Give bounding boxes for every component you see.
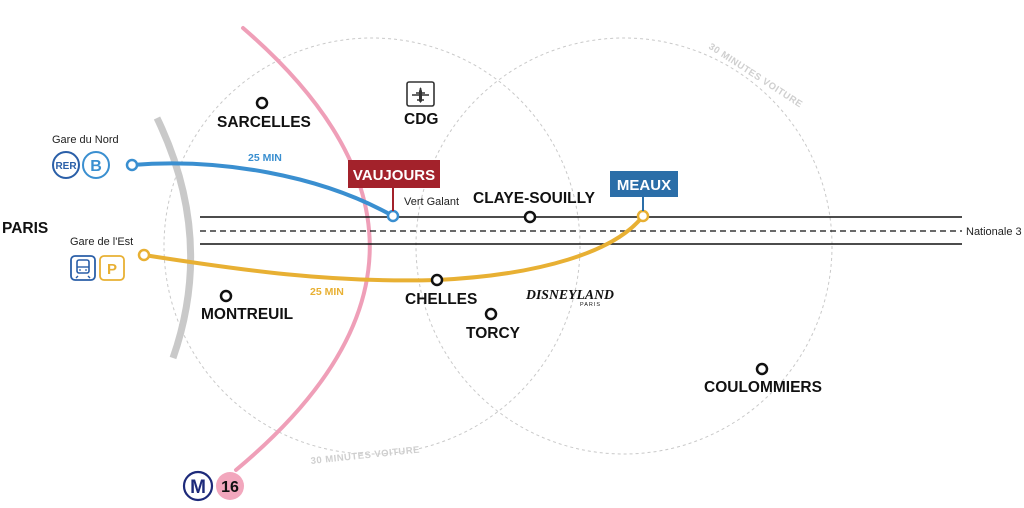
svg-text:PARIS: PARIS — [580, 302, 601, 308]
paris-boundary-arc — [153, 116, 195, 360]
meaux-box — [610, 171, 678, 197]
svg-text:M: M — [190, 477, 206, 498]
parking-icon: P — [99, 255, 125, 281]
svg-text:16: 16 — [221, 479, 239, 496]
vert-galant-station — [386, 209, 400, 223]
airplane-icon — [406, 81, 435, 107]
vert-galant-label: Vert Galant — [404, 196, 459, 208]
arc-label-bottom: 30 MINUTES VOITURE — [310, 445, 420, 467]
disneyland-logo: DISNEYLAND PARIS — [525, 287, 614, 308]
gare-du-nord-station — [125, 158, 139, 172]
line-b-icon: B — [82, 151, 110, 179]
svg-text:B: B — [90, 158, 102, 175]
metro-16-arc — [234, 26, 372, 472]
vaujours-box — [348, 160, 440, 188]
rer-icon: RER — [52, 151, 80, 179]
chelles-marker — [430, 273, 444, 287]
torcy-label: TORCY — [466, 325, 521, 342]
gare-du-nord-label: Gare du Nord — [52, 134, 119, 146]
svg-text:RER: RER — [55, 161, 77, 172]
gare-de-lest-station — [137, 248, 151, 262]
line-16-icon: 16 — [216, 472, 244, 500]
claye-souilly-label: CLAYE-SOUILLY — [473, 190, 596, 207]
sarcelles-marker — [255, 96, 269, 110]
coulommiers-marker — [755, 362, 769, 376]
coulommiers-label: COULOMMIERS — [704, 379, 822, 396]
sarcelles-label: SARCELLES — [217, 114, 311, 131]
torcy-marker — [484, 307, 498, 321]
left-30min-circle — [163, 37, 581, 455]
metro-icon: M — [182, 470, 214, 502]
montreuil-marker — [219, 289, 233, 303]
arc-label-top: 30 MINUTES VOITURE — [706, 41, 804, 110]
meaux-station — [636, 209, 650, 223]
meaux-label: MEAUX — [617, 177, 671, 194]
gare-de-lest-label: Gare de l'Est — [70, 236, 133, 248]
paris-label: PARIS — [2, 220, 48, 237]
yellow-line — [142, 214, 645, 283]
blue-duration-label: 25 MIN — [248, 152, 282, 164]
montreuil-label: MONTREUIL — [201, 306, 293, 323]
right-30min-circle — [415, 37, 833, 455]
chelles-label: CHELLES — [405, 291, 477, 308]
vaujours-label: VAUJOURS — [353, 167, 435, 184]
blue-rer-line — [130, 161, 395, 218]
cdg-label: CDG — [404, 111, 438, 128]
claye-souilly-marker — [523, 210, 537, 224]
train-icon — [70, 255, 96, 281]
nationale3-label: Nationale 3 — [966, 226, 1022, 238]
svg-text:P: P — [107, 261, 117, 278]
yellow-duration-label: 25 MIN — [310, 286, 344, 298]
svg-text:DISNEYLAND: DISNEYLAND — [525, 287, 614, 302]
